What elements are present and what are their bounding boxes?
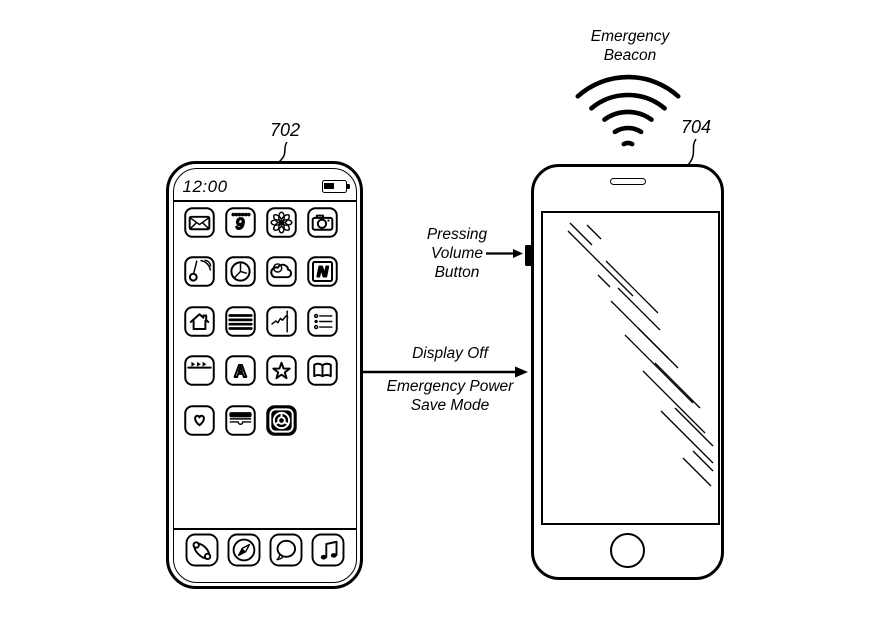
app-store-app-icon: A — [224, 355, 256, 386]
browser-app-icon — [227, 533, 261, 567]
notes-app-icon — [224, 305, 256, 337]
emergency-beacon-icon — [575, 74, 681, 147]
svg-text:A: A — [234, 361, 247, 381]
display-off-label: Display Off — [412, 345, 488, 362]
stocks-app-icon — [265, 305, 297, 337]
phone-704-screen-off — [541, 211, 720, 525]
leader-line-702 — [278, 142, 288, 163]
volume-arrow — [486, 249, 523, 258]
dock — [174, 533, 356, 567]
camera-app-icon — [306, 206, 338, 238]
weather-app-icon — [265, 256, 297, 287]
music-app-icon — [311, 533, 345, 567]
home-button — [610, 533, 645, 568]
battery-fill — [324, 182, 334, 190]
pressing-volume-label: Pressing Volume Button — [426, 226, 488, 281]
svg-text:N: N — [317, 264, 329, 281]
battery-half-icon — [321, 180, 350, 193]
balloon-app-icon — [183, 256, 215, 287]
leader-line-704 — [687, 139, 697, 166]
wallet-app-icon — [224, 404, 256, 436]
dock-divider — [173, 527, 356, 530]
settings-app-icon — [265, 404, 297, 436]
clock-app-icon — [224, 256, 256, 287]
news-app-icon: N — [306, 256, 338, 287]
battery-nub — [347, 183, 350, 189]
favorites-app-icon — [265, 355, 297, 386]
health-app-icon — [183, 404, 215, 436]
status-bar: 12:00 — [174, 174, 356, 200]
screen-glare-lines — [567, 222, 714, 487]
status-time: 12:00 — [182, 176, 228, 196]
messages-app-icon — [269, 533, 303, 567]
calendar-app-icon: 9 — [224, 206, 256, 238]
status-bar-divider — [173, 199, 356, 202]
power-save-label: Emergency Power Save Mode — [386, 378, 514, 414]
svg-text:9: 9 — [235, 216, 244, 233]
phone-704-body — [524, 164, 724, 580]
home-app-icon — [183, 305, 215, 337]
emergency-beacon-label: Emergency Beacon — [590, 28, 670, 64]
video-app-icon — [183, 355, 215, 386]
mail-app-icon — [183, 206, 215, 238]
reminders-app-icon — [306, 305, 338, 337]
ref-label-704: 704 — [680, 117, 712, 137]
earpiece-speaker — [609, 178, 646, 185]
phone-app-icon — [185, 533, 219, 567]
mode-transition-arrow — [363, 366, 528, 378]
volume-button — [524, 245, 532, 266]
photos-app-icon — [265, 206, 297, 238]
books-app-icon — [306, 355, 338, 386]
ref-label-702: 702 — [269, 120, 301, 140]
